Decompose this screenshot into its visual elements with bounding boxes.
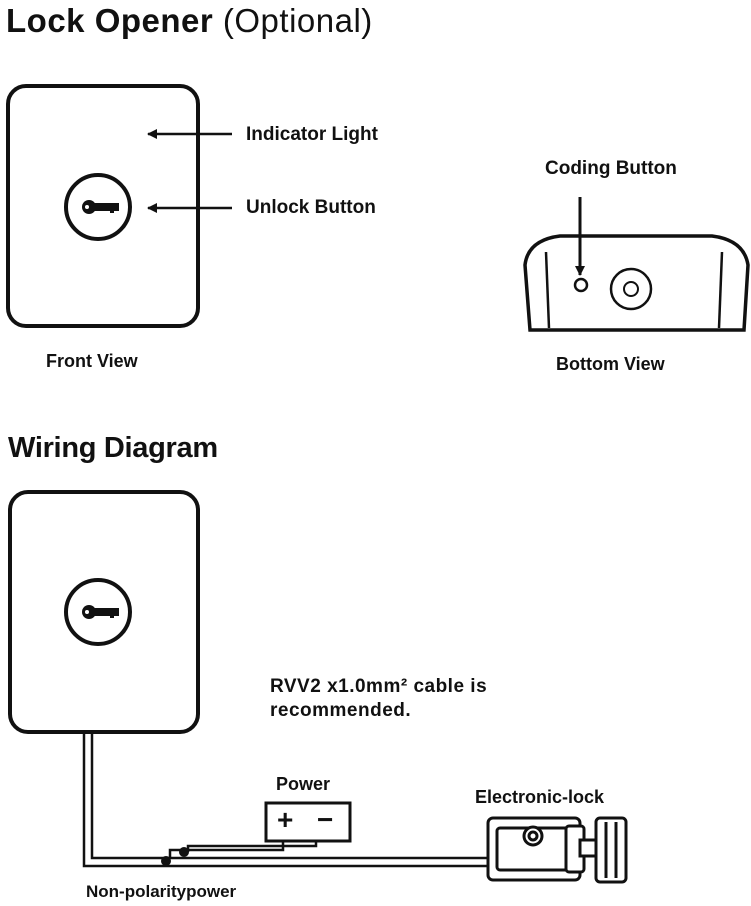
wiring-diagram-title: Wiring Diagram xyxy=(8,432,218,464)
plus-sign: + xyxy=(277,804,294,835)
unlock-button-label: Unlock Button xyxy=(246,197,376,218)
junction-dot xyxy=(161,856,171,866)
indicator-light-label: Indicator Light xyxy=(246,124,378,145)
electronic-lock xyxy=(486,816,628,884)
wires xyxy=(82,732,490,868)
non-polarity-power-label: Non-polaritypower xyxy=(86,882,237,901)
front-view-device xyxy=(6,84,200,328)
front-view-caption: Front View xyxy=(46,351,138,371)
bottom-view-caption: Bottom View xyxy=(556,354,665,374)
coding-button-label: Coding Button xyxy=(545,158,677,179)
title-sub: (Optional) xyxy=(213,2,373,39)
page-title: Lock Opener (Optional) xyxy=(6,2,373,40)
coding-button-hole xyxy=(573,277,589,293)
electronic-lock-label: Electronic-lock xyxy=(475,787,605,807)
bottom-port-inner xyxy=(623,281,639,297)
key-icon xyxy=(82,200,119,214)
cable-note-line2: recommended. xyxy=(270,700,412,721)
cable-note-line1: RVV2 x1.0mm² cable is xyxy=(270,676,488,697)
junction-dot xyxy=(179,847,189,857)
minus-sign: − xyxy=(317,804,334,835)
title-main: Lock Opener xyxy=(6,2,214,39)
bottom-view-device xyxy=(523,234,750,332)
wiring-device xyxy=(8,490,200,734)
power-label: Power xyxy=(276,774,331,794)
key-icon xyxy=(82,605,119,619)
power-terminal xyxy=(264,801,352,843)
